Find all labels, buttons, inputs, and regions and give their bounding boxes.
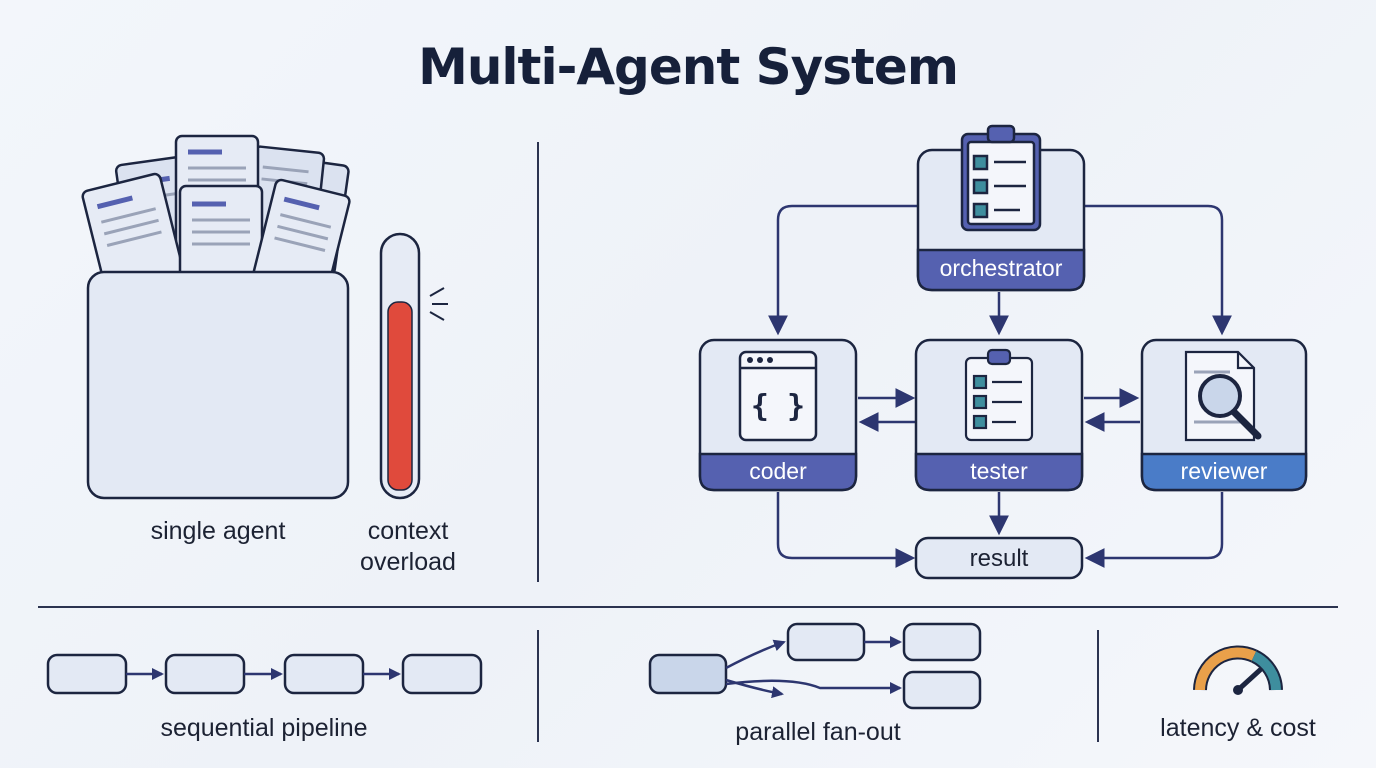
orchestrator-label: orchestrator — [940, 255, 1063, 281]
tester-label: tester — [970, 458, 1028, 484]
latency-cost-label: latency & cost — [1160, 714, 1316, 742]
context-overload-label-line1: context — [367, 517, 449, 545]
coder-label: coder — [749, 458, 807, 484]
sequential-pipeline-label: sequential pipeline — [160, 714, 368, 742]
arrow-orch-reviewer — [1084, 204, 1232, 336]
single-agent-box — [86, 270, 350, 500]
clipboard-checklist-icon — [964, 348, 1034, 442]
result-node: result — [914, 536, 1084, 580]
svg-text:{ }: { } — [751, 389, 805, 424]
parallel-fanout-diagram — [648, 622, 982, 710]
speedometer-icon — [1193, 645, 1283, 695]
flow-arrows — [768, 204, 1232, 568]
sequential-pipeline-diagram — [46, 653, 483, 695]
document-magnifier-icon — [1184, 350, 1262, 442]
documents-icon — [81, 134, 351, 299]
orchestrator-node: orchestrator — [916, 124, 1086, 292]
parallel-fanout-label: parallel fan-out — [735, 718, 901, 746]
reviewer-node: reviewer — [1140, 338, 1308, 492]
coder-node: { } coder — [698, 338, 858, 492]
arrow-reviewer-result — [1084, 492, 1224, 568]
thermometer-icon — [379, 232, 448, 500]
arrow-coder-result — [776, 492, 916, 568]
result-label: result — [970, 545, 1029, 572]
page-title: Multi-Agent System — [418, 38, 959, 96]
code-window-icon: { } — [738, 350, 818, 442]
context-overload-label-line2: overload — [360, 548, 456, 576]
reviewer-label: reviewer — [1181, 458, 1268, 484]
single-agent-label: single agent — [150, 517, 286, 545]
tester-node: tester — [914, 338, 1084, 492]
clipboard-checklist-icon — [960, 124, 1042, 232]
arrow-orch-coder — [768, 204, 918, 336]
